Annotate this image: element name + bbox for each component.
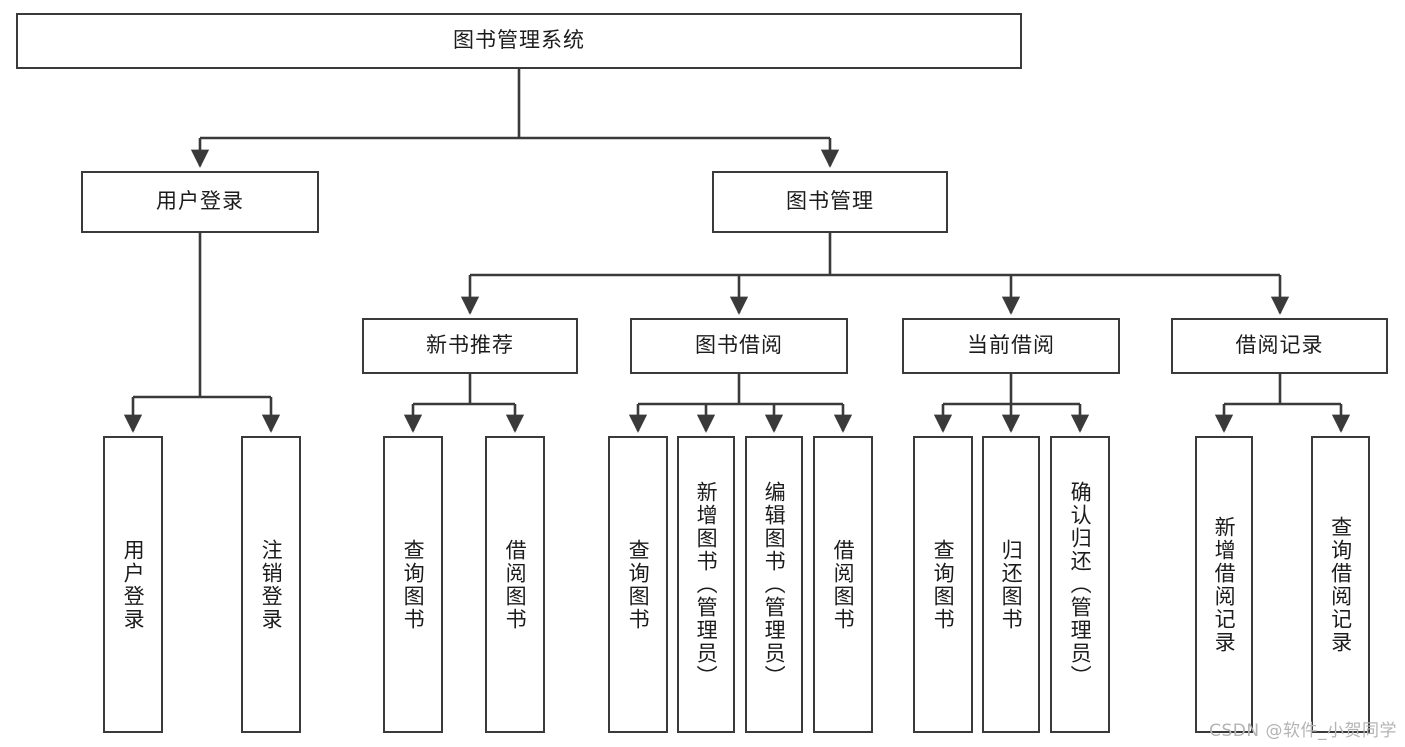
node-label: 图书管理系统 xyxy=(453,28,585,53)
node-user-login[interactable]: 用户登录 xyxy=(81,171,319,233)
node-label: 确认归还（管理员） xyxy=(1068,481,1093,688)
node-current-borrow[interactable]: 当前借阅 xyxy=(902,318,1120,374)
node-label: 编辑图书（管理员） xyxy=(762,481,787,688)
node-label: 用户登录 xyxy=(156,189,244,214)
leaf-borrow-book[interactable]: 借阅图书 xyxy=(813,436,873,733)
node-borrow-record[interactable]: 借阅记录 xyxy=(1171,318,1388,374)
node-label: 查询借阅记录 xyxy=(1328,515,1353,654)
leaf-return-book[interactable]: 归还图书 xyxy=(982,436,1040,733)
node-label: 查询图书 xyxy=(626,538,651,631)
node-label: 图书管理 xyxy=(786,189,874,214)
node-book-management[interactable]: 图书管理 xyxy=(712,171,948,233)
node-root-system[interactable]: 图书管理系统 xyxy=(16,13,1022,69)
leaf-add-borrow-record[interactable]: 新增借阅记录 xyxy=(1195,436,1253,733)
leaf-query-book-current[interactable]: 查询图书 xyxy=(913,436,973,733)
node-label: 查询图书 xyxy=(401,538,426,631)
node-label: 借阅图书 xyxy=(831,538,856,631)
node-label: 当前借阅 xyxy=(967,333,1055,358)
node-label: 借阅记录 xyxy=(1235,333,1324,358)
leaf-confirm-return-admin[interactable]: 确认归还（管理员） xyxy=(1050,436,1110,733)
node-label: 注销登录 xyxy=(259,538,284,631)
node-label: 归还图书 xyxy=(999,538,1024,631)
node-label: 新书推荐 xyxy=(426,333,514,358)
node-new-book-recommend[interactable]: 新书推荐 xyxy=(362,318,578,374)
leaf-query-book-borrow[interactable]: 查询图书 xyxy=(608,436,668,733)
leaf-query-borrow-record[interactable]: 查询借阅记录 xyxy=(1311,436,1370,733)
node-book-borrow[interactable]: 图书借阅 xyxy=(630,318,848,374)
leaf-add-book-admin[interactable]: 新增图书（管理员） xyxy=(677,436,735,733)
leaf-borrow-book-newbook[interactable]: 借阅图书 xyxy=(485,436,545,733)
watermark-text: CSDN @软件_小贺同学 xyxy=(1209,721,1397,741)
leaf-edit-book-admin[interactable]: 编辑图书（管理员） xyxy=(745,436,803,733)
node-label: 新增借阅记录 xyxy=(1212,515,1237,654)
node-label: 用户登录 xyxy=(121,538,146,631)
leaf-user-login[interactable]: 用户登录 xyxy=(103,436,163,733)
node-label: 借阅图书 xyxy=(503,538,528,631)
leaf-logout[interactable]: 注销登录 xyxy=(241,436,301,733)
node-label: 查询图书 xyxy=(931,538,956,631)
leaf-query-book-newbook[interactable]: 查询图书 xyxy=(383,436,443,733)
node-label: 新增图书（管理员） xyxy=(694,481,719,688)
node-label: 图书借阅 xyxy=(695,333,783,358)
